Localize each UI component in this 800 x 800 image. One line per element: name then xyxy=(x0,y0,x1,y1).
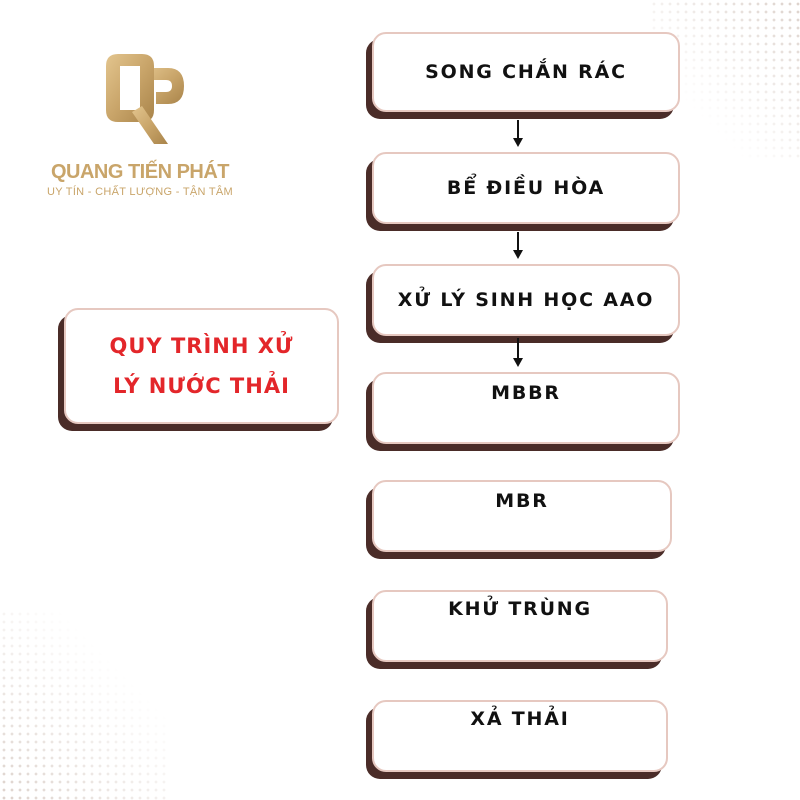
flow-arrow-icon xyxy=(513,232,523,259)
step-label: SONG CHẮN RÁC xyxy=(425,61,627,83)
step-mbbr: MBBR xyxy=(372,372,680,444)
step-xu-ly-sinh-hoc-aao: XỬ LÝ SINH HỌC AAO xyxy=(372,264,680,336)
diagram-title-box: QUY TRÌNH XỬ LÝ NƯỚC THẢI xyxy=(64,308,339,424)
step-label: XẢ THẢI xyxy=(470,708,570,730)
flow-arrow-icon xyxy=(513,338,523,367)
company-logo: QUANG TIẾN PHÁT UY TÍN - CHẤT LƯỢNG - TẬ… xyxy=(40,48,270,198)
brand-name: QUANG TIẾN PHÁT xyxy=(50,161,230,183)
step-label: MBR xyxy=(495,490,549,512)
decorative-dots-bottom-left xyxy=(0,610,170,800)
step-label: MBBR xyxy=(491,382,561,404)
step-song-chan-rac: SONG CHẮN RÁC xyxy=(372,32,680,112)
qp-monogram-icon xyxy=(106,54,184,144)
step-xa-thai: XẢ THẢI xyxy=(372,700,668,772)
step-mbr: MBR xyxy=(372,480,672,552)
step-label: BỂ ĐIỀU HÒA xyxy=(446,177,606,199)
flow-arrow-icon xyxy=(513,120,523,147)
step-label: KHỬ TRÙNG xyxy=(448,598,592,620)
title-line-2: LÝ NƯỚC THẢI xyxy=(113,374,290,398)
title-line-1: QUY TRÌNH XỬ xyxy=(109,334,294,358)
step-be-dieu-hoa: BỂ ĐIỀU HÒA xyxy=(372,152,680,224)
brand-slogan: UY TÍN - CHẤT LƯỢNG - TẬN TÂM xyxy=(46,186,234,198)
step-label: XỬ LÝ SINH HỌC AAO xyxy=(397,289,655,311)
step-khu-trung: KHỬ TRÙNG xyxy=(372,590,668,662)
